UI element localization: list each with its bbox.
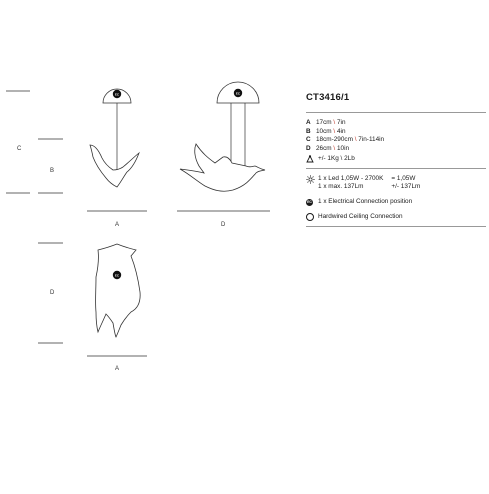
hardwired-row: Hardwired Ceiling Connection [306, 213, 486, 222]
front-view-drawing: EC [89, 88, 140, 188]
dimension-key: D [306, 144, 311, 152]
ec-badge-front-icon [112, 89, 122, 99]
ec-badge-front-text: EC [115, 93, 120, 97]
dimension-row-b: B 10cm \ 4in [306, 128, 486, 137]
dimension-row-c: C 18cm-290cm \ 7in-114in [306, 136, 486, 145]
dim-label-d-top: D [221, 222, 226, 228]
light-equal-watt: = 1,05W [391, 175, 416, 183]
led-sun-icon [306, 175, 316, 185]
light-line-1: 1 x Led 1,05W - 2700K [318, 175, 384, 183]
dimension-sep: \ [333, 127, 336, 135]
dimension-metric: 17cm [316, 119, 332, 126]
dimension-metric: 26cm [316, 144, 332, 152]
ec-badge-top-text: EC [115, 274, 120, 278]
dimension-metric: 18cm-290cm [316, 136, 353, 144]
dimension-imperial: 7in-114in [358, 136, 385, 144]
model-title: CT3416/1 [306, 92, 350, 103]
weight-text: +/- 1Kg \ 2Lb [318, 155, 355, 163]
electrical-connection-row: EC 1 x Electrical Connection position [306, 198, 486, 207]
title-divider [306, 112, 486, 113]
dimension-imperial: 10in [336, 144, 350, 152]
dim-label-c: C [17, 146, 22, 152]
dim-label-d-bottom: D [50, 290, 55, 296]
dim-label-a-bottom: A [115, 366, 119, 372]
bird-top-shape [95, 243, 141, 338]
electrical-connection-text: 1 x Electrical Connection position [318, 198, 413, 206]
top-view-drawing: EC [95, 243, 141, 338]
hardwired-text: Hardwired Ceiling Connection [318, 213, 403, 221]
dimension-metric: 10cm [316, 127, 332, 135]
side-view-drawing: EC [179, 81, 266, 192]
spec-panel: CT3416/1 A 17cm \ 7in B 10cm \ 4in C 18cm-2… [306, 92, 486, 233]
dimension-imperial: 7in [336, 119, 346, 126]
dimension-sep: \ [354, 136, 357, 144]
ec-badge-side-text: EC [236, 92, 241, 96]
ec-badge-side-icon [233, 88, 243, 98]
weight-icon [306, 155, 316, 163]
dimension-key: B [306, 127, 311, 135]
dimension-sep: \ [333, 144, 336, 152]
bird-front-shape [89, 144, 140, 188]
dimension-row-a: A 17cm \ 7in [306, 119, 486, 128]
ec-badge-text: EC [306, 199, 313, 207]
dimensions-list: A 17cm \ 7in B 10cm \ 4in C 18cm-290cm \ 7i… [306, 119, 486, 153]
weight-divider [306, 168, 486, 170]
dimension-sep: \ [333, 119, 336, 126]
dimension-key: A [306, 119, 311, 126]
dim-label-b: B [50, 168, 54, 174]
hardwired-circle-icon [306, 213, 316, 222]
dimension-key: C [306, 136, 311, 144]
bird-side-shape [179, 143, 266, 192]
dimension-imperial: 4in [336, 127, 346, 135]
dimension-row-d: D 26cm \ 10in [306, 145, 486, 154]
light-spec-right: = 1,05W +/- 137Lm [391, 175, 420, 191]
ec-badge-icon: EC [306, 198, 316, 207]
light-line-2: 1 x max. 137Lm [318, 183, 364, 191]
weight-row: +/- 1Kg \ 2Lb [306, 155, 486, 163]
dim-label-a-top: A [115, 222, 119, 228]
hardwired-circle-shape [306, 213, 314, 222]
bottom-divider [306, 226, 486, 228]
ec-badge-top-icon [112, 270, 122, 280]
light-row: 1 x Led 1,05W - 2700K 1 x max. 137Lm = 1… [306, 175, 486, 191]
light-equal-lumen: +/- 137Lm [391, 183, 421, 191]
light-spec-left: 1 x Led 1,05W - 2700K 1 x max. 137Lm [318, 175, 383, 191]
